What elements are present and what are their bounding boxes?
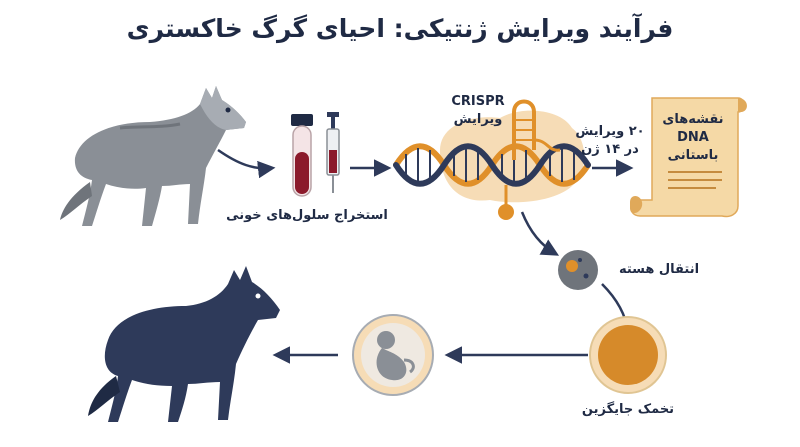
label-genes-count: در ۱۴ ژن	[581, 142, 639, 157]
guide-rna-icon	[498, 99, 561, 220]
egg-cell-icon	[589, 316, 667, 394]
gray-wolf-icon	[60, 86, 246, 226]
arrow-crispr-to-nucleus	[520, 211, 560, 256]
label-nuclear-transfer: انتقال هسته	[618, 262, 700, 277]
label-edits-count: ۲۰ ویرایش	[575, 124, 645, 139]
blood-tube-icon	[291, 114, 313, 197]
arrow-wolf-to-blood	[217, 148, 276, 179]
dark-wolf-icon	[88, 266, 280, 422]
label-ancient: باستانی	[667, 148, 719, 163]
page-title: فرآیند ویرایش ژنتیکی: احیای گرگ خاکستری	[126, 14, 674, 43]
label-crispr-edit: ویرایش	[453, 112, 503, 127]
label-dna: DNA	[677, 130, 709, 145]
syringe-icon	[326, 112, 340, 193]
label-crispr: CRISPR	[451, 94, 505, 109]
nucleus-cell-icon	[558, 250, 598, 290]
label-donor-egg: تخمک جایگزین	[581, 402, 675, 417]
embryo-icon	[352, 314, 434, 396]
label-blood-extraction: استخراج سلول‌های خونی	[226, 208, 388, 223]
scroll-icon	[630, 97, 747, 218]
label-dna-maps: نقشه‌های	[662, 112, 724, 127]
